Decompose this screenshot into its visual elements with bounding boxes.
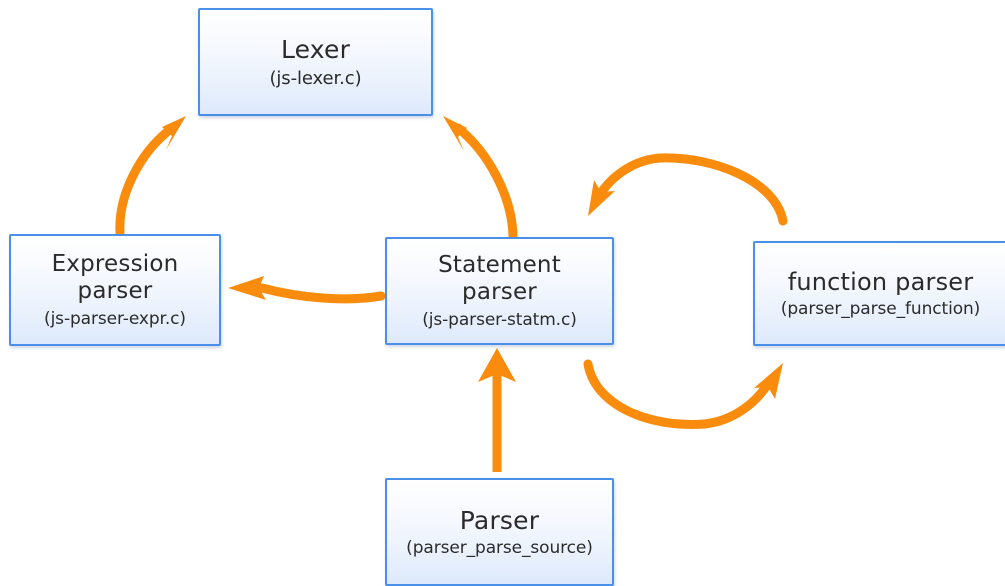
node-parser-subtitle: (parser_parse_source) [406, 538, 593, 559]
node-lexer-title: Lexer [280, 35, 351, 65]
node-lexer-subtitle: (js-lexer.c) [269, 67, 362, 89]
node-statement-parser[interactable]: Statement parser (js-parser-statm.c) [385, 237, 614, 345]
edge-expression-to-lexer [115, 116, 186, 238]
node-parser[interactable]: Parser (parser_parse_source) [385, 478, 614, 586]
node-lexer[interactable]: Lexer (js-lexer.c) [198, 8, 433, 116]
node-statement-parser-title: Statement parser [438, 252, 561, 306]
node-parser-title: Parser [459, 505, 540, 535]
node-statement-parser-subtitle: (js-parser-statm.c) [422, 309, 577, 330]
edge-statement-to-lexer [443, 116, 518, 241]
node-expression-parser-title: Expression parser [51, 251, 179, 305]
node-expression-parser[interactable]: Expression parser (js-parser-expr.c) [9, 234, 221, 346]
edge-function-to-statement [588, 153, 788, 226]
node-function-parser-subtitle: (parser_parse_function) [780, 299, 981, 320]
edge-statement-to-function [583, 359, 783, 429]
node-function-parser-title: function parser [787, 267, 974, 296]
node-expression-parser-subtitle: (js-parser-expr.c) [44, 308, 186, 329]
edge-statement-to-expression [228, 276, 386, 304]
edge-parser-to-statement [478, 348, 516, 472]
node-function-parser[interactable]: function parser (parser_parse_function) [753, 241, 1005, 346]
